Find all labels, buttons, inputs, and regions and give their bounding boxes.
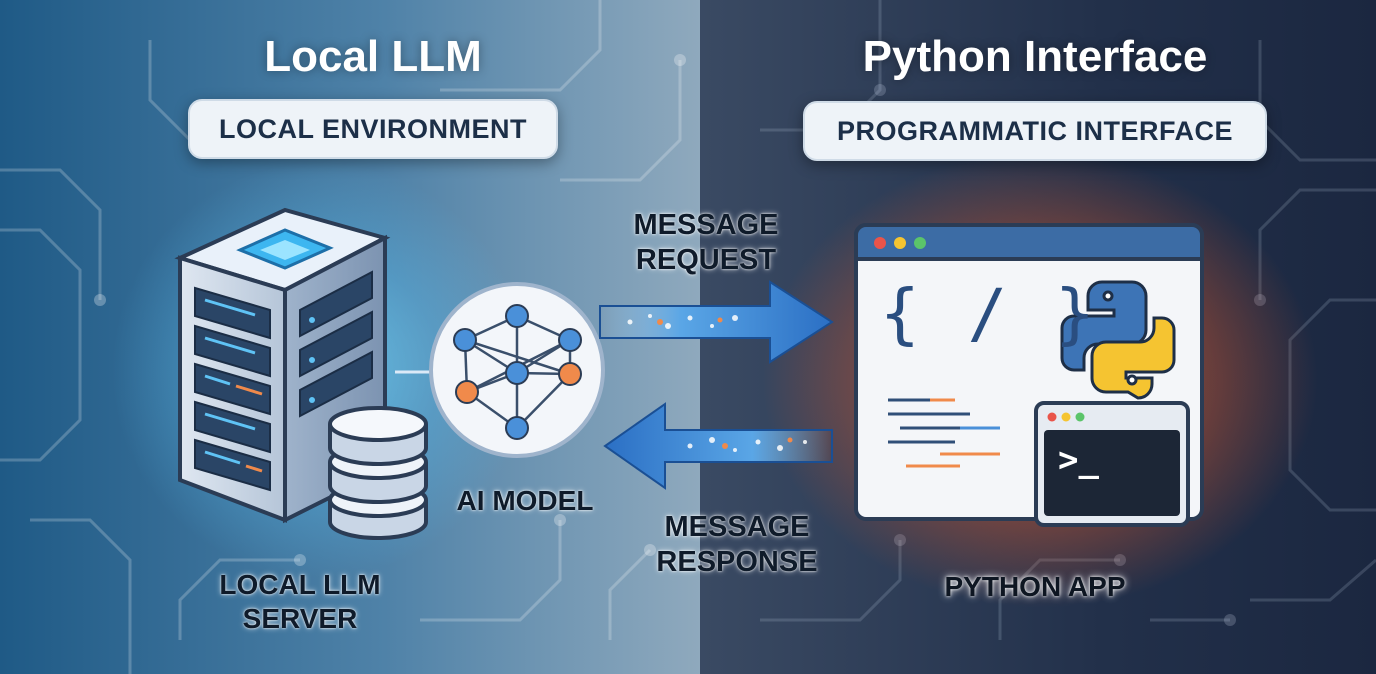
ai-model-label: AI MODEL [456,485,594,516]
database-stack-icon [328,406,428,540]
network-node [558,328,582,352]
request-label: MESSAGE REQUEST [596,208,816,278]
request-label-line1: MESSAGE [633,209,779,241]
network-node [505,416,529,440]
network-node [455,380,479,404]
response-label: MESSAGE RESPONSE [622,510,852,580]
response-label-line1: MESSAGE [664,511,810,543]
terminal-window-icon [1034,401,1190,527]
local-environment-badge: LOCAL ENVIRONMENT [188,99,558,159]
left-title: Local LLM [264,32,482,81]
ai-model-icon [429,282,605,458]
terminal-prompt: >_ [1058,440,1099,480]
server-label-line2: SERVER [242,602,358,634]
window-close-dot [874,237,886,249]
network-node [505,361,529,385]
request-arrow-icon [599,280,834,364]
right-title: Python Interface [862,32,1208,81]
server-icon [174,207,391,524]
server-label-line1: LOCAL LLM [219,569,381,600]
network-node [558,362,582,386]
network-node [505,304,529,328]
response-label-line2: RESPONSE [656,545,818,578]
window-minimize-dot [894,237,906,249]
response-arrow-icon [603,402,833,490]
window-maximize-dot [914,237,926,249]
network-node [453,328,477,352]
python-logo-icon [1060,280,1176,400]
programmatic-interface-badge: PROGRAMMATIC INTERFACE [803,101,1267,161]
code-brackets-icon: { / } [880,275,1099,352]
request-label-line2: REQUEST [635,243,777,276]
server-label: LOCAL LLM SERVER [180,568,420,635]
python-app-label: PYTHON APP [944,571,1126,602]
